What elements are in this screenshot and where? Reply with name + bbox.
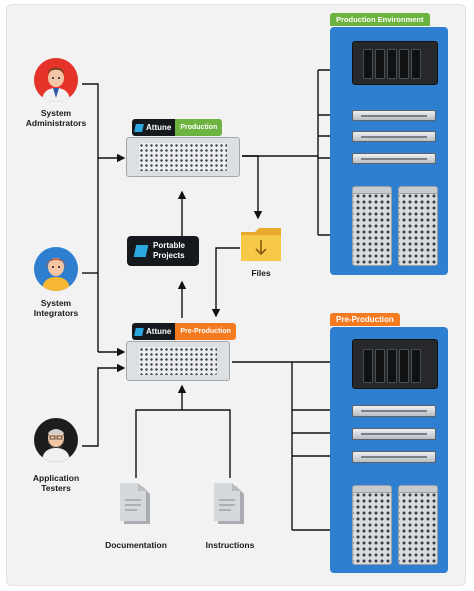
production-environment-title: Production Environment <box>330 13 430 26</box>
attune-brand: Attune <box>132 119 176 136</box>
drive-bay <box>399 49 409 79</box>
production-attune-badge: Attune Production <box>132 119 223 136</box>
preproduction-attune-server <box>126 341 230 381</box>
nas-storage <box>352 41 438 85</box>
attune-logo-icon <box>134 123 144 132</box>
portable-projects-box: Portable Projects <box>127 236 199 266</box>
documentation-label: Documentation <box>105 540 167 550</box>
rack-server <box>352 131 436 142</box>
document-icon <box>118 482 154 526</box>
testers-label-line2: Testers <box>41 483 71 493</box>
portable-line1: Portable <box>153 241 186 250</box>
drive-bay <box>363 49 373 79</box>
tower-server <box>398 186 438 266</box>
portable-line2: Projects <box>153 251 185 260</box>
preproduction-environment-title: Pre-Production <box>330 313 400 326</box>
drive-bay <box>411 349 421 383</box>
production-env-tag: Production <box>175 119 223 136</box>
admins-label-line2: Administrators <box>25 118 87 128</box>
integrators-label-line1: System <box>40 298 72 308</box>
document-icon <box>212 482 248 526</box>
attune-logo-icon <box>133 245 149 257</box>
attune-logo-icon <box>134 327 144 336</box>
production-attune-server <box>126 137 240 177</box>
files-label: Files <box>251 268 271 278</box>
server-grille <box>139 347 217 375</box>
drive-bay <box>375 349 385 383</box>
rack-server <box>352 405 436 417</box>
attune-brand: Attune <box>132 323 176 340</box>
tower-server <box>352 186 392 266</box>
nas-storage <box>352 339 438 389</box>
admin-avatar-icon <box>34 58 78 102</box>
integrator-avatar-icon <box>34 247 78 291</box>
rack-server <box>352 428 436 440</box>
drive-bay <box>375 49 385 79</box>
preproduction-attune-badge: Attune Pre-Production <box>132 323 236 340</box>
admins-label-line1: System <box>40 108 72 118</box>
drive-bay <box>399 349 409 383</box>
folder-download-icon <box>240 226 282 262</box>
drive-bay <box>411 49 421 79</box>
production-environment-box <box>330 27 448 275</box>
rack-server <box>352 110 436 121</box>
integrators-label-line2: Integrators <box>33 308 79 318</box>
drive-bay <box>387 49 397 79</box>
server-grille <box>139 143 227 171</box>
rack-server <box>352 451 436 463</box>
tower-server <box>352 485 392 565</box>
drive-bay <box>363 349 373 383</box>
drive-bay <box>387 349 397 383</box>
integrators-label: System Integrators <box>14 298 98 318</box>
preproduction-environment-box <box>330 327 448 573</box>
testers-label: Application Testers <box>14 473 98 493</box>
rack-server <box>352 153 436 164</box>
testers-label-line1: Application <box>32 473 80 483</box>
instructions-label: Instructions <box>205 540 255 550</box>
admins-label: System Administrators <box>14 108 98 128</box>
preproduction-env-tag: Pre-Production <box>175 323 236 340</box>
tower-server <box>398 485 438 565</box>
tester-avatar-icon <box>34 418 78 462</box>
